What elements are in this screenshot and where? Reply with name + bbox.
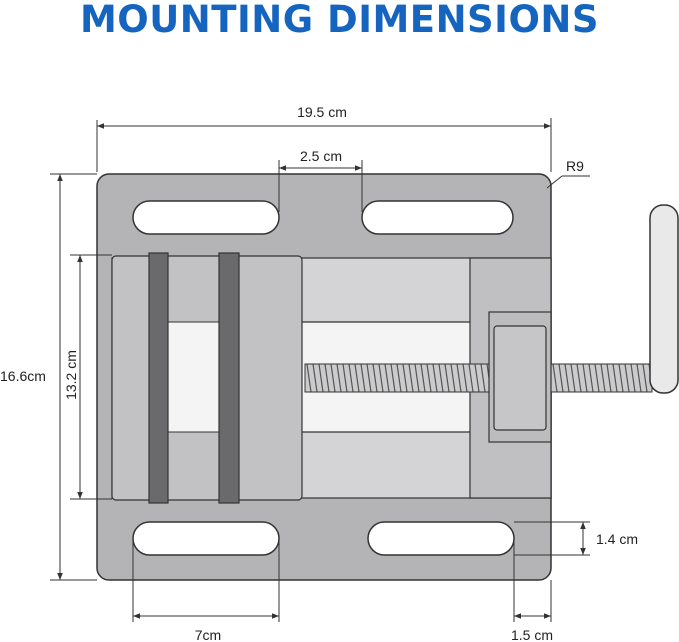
- lead-screw-outer: [548, 363, 653, 393]
- dim-slot-offset-label: 1.5 cm: [511, 627, 553, 642]
- dim-radius-leader: [546, 175, 563, 189]
- handle-bar: [649, 204, 679, 394]
- dim-slot-spacing-label: 2.5 cm: [300, 148, 342, 164]
- dim-radius-label: R9: [566, 158, 584, 174]
- nut-block-inner: [493, 325, 547, 431]
- dim-overall-width-label: 19.5 cm: [297, 104, 347, 120]
- jaw-strip-left: [148, 252, 169, 504]
- diagram-title: MOUNTING DIMENSIONS: [79, 0, 600, 41]
- jaw-strip-right: [218, 252, 240, 504]
- dim-inner-height-label: 13.2 cm: [63, 350, 79, 400]
- dim-slot-length-label: 7cm: [195, 627, 221, 642]
- mounting-slot-bottom-left: [132, 521, 280, 556]
- dim-slot-width-label: 1.4 cm: [596, 531, 638, 547]
- lead-screw: [304, 363, 490, 393]
- mounting-slot-top-right: [361, 200, 514, 235]
- mounting-slot-top-left: [132, 200, 280, 235]
- jaw-channel: [167, 321, 220, 433]
- dim-overall-height-label: 16.6cm: [0, 368, 46, 384]
- mounting-slot-bottom-right: [367, 521, 515, 556]
